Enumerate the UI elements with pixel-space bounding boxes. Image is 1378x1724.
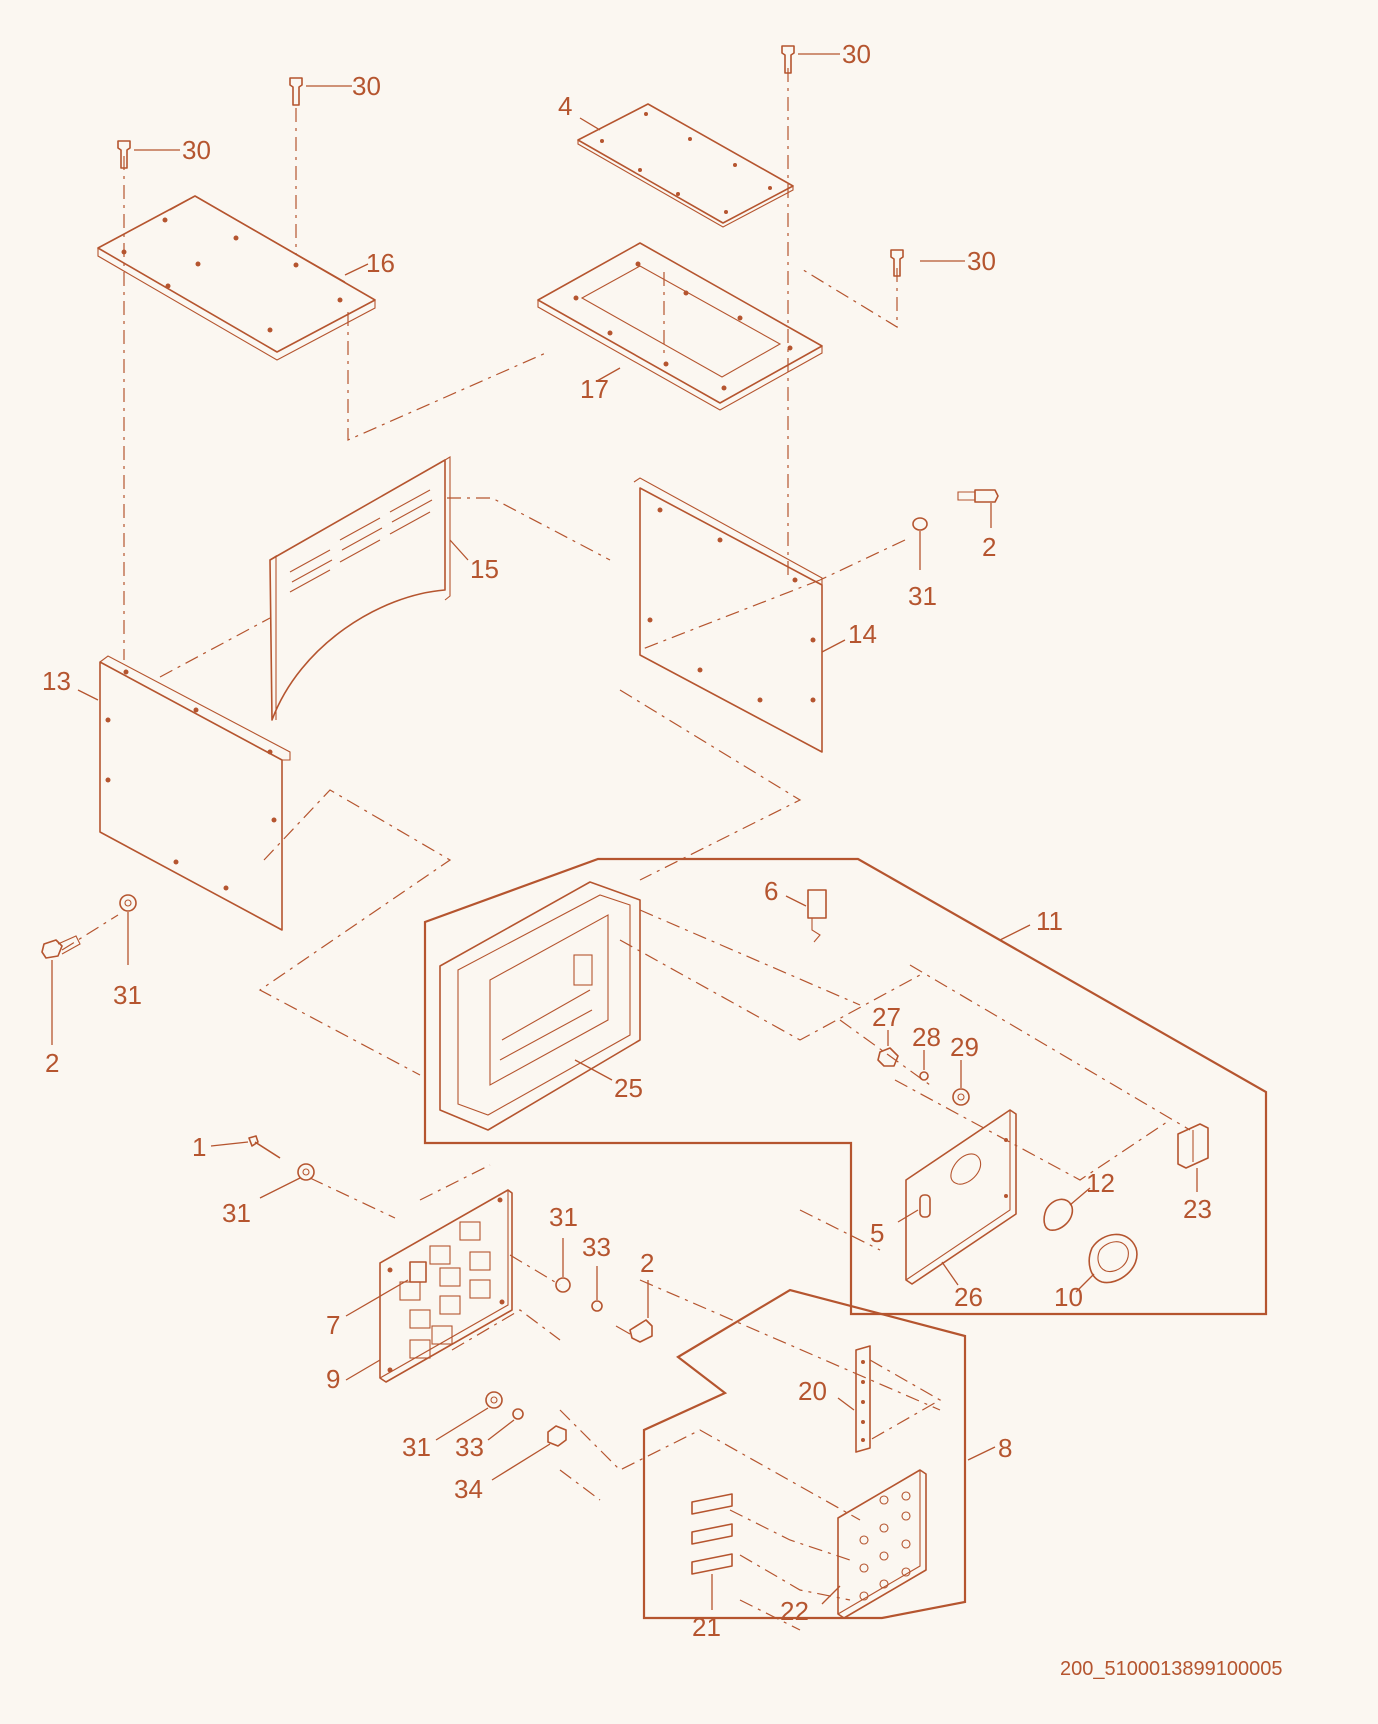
callout-6: 6 (764, 876, 778, 906)
callout-30: 30 (352, 71, 381, 101)
washer-31-right (555, 1238, 571, 1293)
part-23-hinge (1177, 1123, 1209, 1192)
kit-11-leader (999, 924, 1031, 941)
callout-31: 31 (402, 1432, 431, 1462)
part-10-seal (1075, 1233, 1138, 1293)
callout-7: 7 (326, 1310, 340, 1340)
washer-33-lower (487, 1408, 524, 1441)
part-9-terminal-plate (345, 1189, 513, 1383)
screw-30-left (117, 140, 180, 169)
part-5-lock (897, 1194, 931, 1223)
callout-21: 21 (692, 1612, 721, 1642)
part-25-housing (439, 881, 641, 1131)
callout-9: 9 (326, 1364, 340, 1394)
screw-1 (210, 1135, 281, 1159)
callout-16: 16 (366, 248, 395, 278)
washer-29 (952, 1060, 970, 1106)
callout-20: 20 (798, 1376, 827, 1406)
nut-27 (877, 1030, 899, 1067)
callout-2: 2 (982, 532, 996, 562)
washer-28 (919, 1050, 929, 1081)
callout-31: 31 (908, 581, 937, 611)
callout-2: 2 (640, 1248, 654, 1278)
washer-31-lower (435, 1391, 503, 1441)
callout-2: 2 (45, 1048, 59, 1078)
callout-30: 30 (182, 135, 211, 165)
assembly-lines (61, 68, 1191, 1631)
nut-34 (491, 1425, 567, 1481)
screw-30-right (890, 249, 965, 277)
screw-30-mid (289, 77, 352, 106)
part-21-links (691, 1493, 733, 1610)
callout-13: 13 (42, 666, 71, 696)
kit-8-outline (642, 1288, 967, 1620)
part-16-roof-plate (97, 195, 376, 361)
washer-31-left (119, 894, 137, 965)
kit-11-outline (423, 857, 1268, 1316)
screw-30-top (781, 45, 840, 74)
callout-12: 12 (1086, 1168, 1115, 1198)
washer-31-mid-left (259, 1163, 315, 1199)
part-22-terminal-board (821, 1469, 927, 1619)
callout-15: 15 (470, 554, 499, 584)
part-4-cover-plate (577, 103, 794, 228)
bolt-2-right (615, 1280, 653, 1343)
callout-11: 11 (1036, 906, 1063, 936)
part-14-side-panel (633, 477, 846, 753)
callout-30: 30 (967, 246, 996, 276)
part-20-busbar (837, 1345, 871, 1453)
washer-33-upper (591, 1266, 603, 1312)
part-17-frame-plate (537, 242, 823, 411)
callout-33: 33 (582, 1232, 611, 1262)
part-13-side-panel (77, 655, 291, 931)
callout-31: 31 (113, 980, 142, 1010)
callout-31: 31 (222, 1198, 251, 1228)
part-15-vented-panel (269, 456, 469, 721)
callout-31: 31 (549, 1202, 578, 1232)
document-id: 200_5100013899100005 (1060, 1658, 1282, 1680)
callout-27: 27 (872, 1002, 901, 1032)
callout-1: 1 (192, 1132, 206, 1162)
part-12-gasket (1043, 1187, 1091, 1231)
bolt-2-left (41, 935, 81, 1045)
callout-33: 33 (455, 1432, 484, 1462)
part-7-relay (345, 1261, 427, 1317)
callout-5: 5 (870, 1218, 884, 1248)
bolt-2-upper-right (957, 489, 999, 528)
callout-4: 4 (558, 91, 572, 121)
callout-34: 34 (454, 1474, 483, 1504)
part-26-door (905, 1109, 1017, 1286)
callout-25: 25 (614, 1073, 643, 1103)
callout-10: 10 (1054, 1282, 1083, 1312)
callout-22: 22 (780, 1596, 809, 1626)
callout-8: 8 (998, 1433, 1012, 1463)
part-6-switch (785, 889, 827, 943)
kit-8-leader (967, 1446, 996, 1461)
callout-14: 14 (848, 619, 877, 649)
callout-26: 26 (954, 1282, 983, 1312)
callout-labels: 30 30 30 30 4 16 17 15 14 13 2 31 2 31 6… (42, 39, 1212, 1642)
callout-28: 28 (912, 1022, 941, 1052)
callout-23: 23 (1183, 1194, 1212, 1224)
washer-31-upper-right (912, 517, 928, 570)
callout-30: 30 (842, 39, 871, 69)
callout-17: 17 (580, 374, 609, 404)
callout-29: 29 (950, 1032, 979, 1062)
